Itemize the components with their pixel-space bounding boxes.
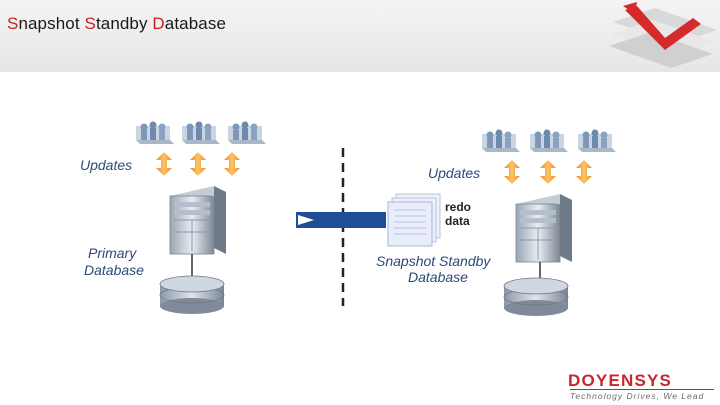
user-group-icon: [228, 121, 266, 144]
corner-arrow-logo: [609, 2, 717, 68]
user-group-icon: [482, 129, 520, 152]
updates-arrow-icon: [504, 160, 520, 184]
updates-arrow-icon: [156, 152, 172, 176]
redo-data-document-icon: [387, 193, 441, 247]
snapshot-standby-diagram: Updates Primary Database redo data Updat…: [80, 121, 616, 317]
standby-server-icon: [515, 193, 573, 263]
transport-arrow-head-icon: [298, 215, 314, 225]
logo-divider: [570, 389, 714, 390]
updates-label: Updates: [428, 165, 480, 181]
updates-arrow-icon: [190, 152, 206, 176]
user-group-icon: [578, 129, 616, 152]
updates-arrow-icon: [540, 160, 556, 184]
updates-arrow-icon: [576, 160, 592, 184]
user-group-icon: [136, 121, 174, 144]
standby-disk-icon: [503, 277, 569, 317]
standby-db-label-line2: Database: [408, 269, 468, 285]
primary-server-icon: [169, 185, 227, 255]
brand-tagline: Technology Drives, We Lead: [570, 391, 705, 401]
redo-label-line2: data: [445, 214, 470, 228]
updates-arrow-icon: [224, 152, 240, 176]
header-bar: [0, 0, 720, 72]
primary-disk-icon: [159, 275, 225, 315]
redo-transport-arrow: [296, 212, 386, 228]
updates-label: Updates: [80, 157, 132, 173]
primary-db-label-line1: Primary: [88, 245, 137, 261]
primary-db-label-line2: Database: [84, 262, 144, 278]
slide-title: Snapshot Standby Database: [7, 14, 226, 33]
brand-name: DOYENSYS: [568, 371, 673, 390]
doyensys-logo: DOYENSYS Technology Drives, We Lead: [566, 371, 718, 403]
redo-label-line1: redo: [445, 200, 471, 214]
standby-db-label-line1: Snapshot Standby: [376, 253, 491, 269]
user-group-icon: [530, 129, 568, 152]
user-group-icon: [182, 121, 220, 144]
